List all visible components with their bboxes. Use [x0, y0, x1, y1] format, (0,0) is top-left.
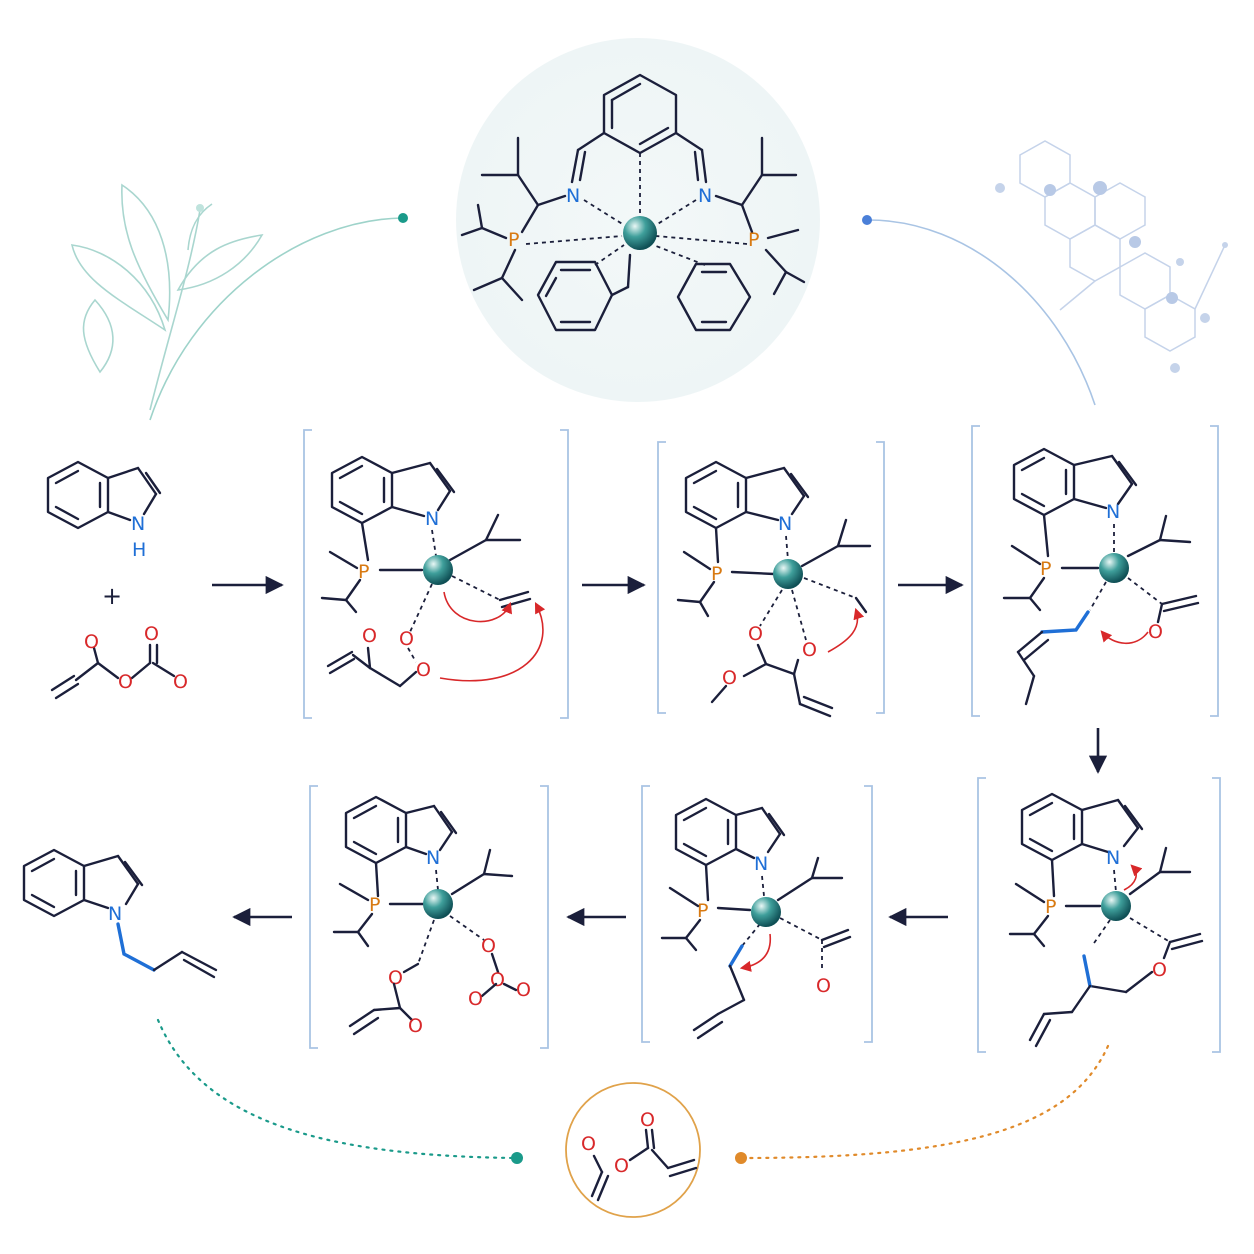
int1-N: N: [425, 508, 439, 530]
int6-P: P: [369, 894, 380, 916]
int5-P: P: [697, 900, 708, 922]
imine-N-left: N: [566, 185, 580, 207]
bottom-left-dot: [511, 1152, 523, 1164]
int3-P: P: [1040, 558, 1051, 580]
intermediate-5: N P O: [641, 785, 873, 1043]
reagent-plus-sign: +: [102, 582, 122, 610]
intermediate-2: N P O O O: [657, 441, 885, 718]
int6-O-c: O: [468, 988, 483, 1010]
indole-reagent: N H: [46, 460, 162, 561]
imine-N-right: N: [698, 185, 712, 207]
metal-sphere-icon: [423, 889, 453, 919]
bottom-right-dotted-arc: [742, 1044, 1110, 1160]
int6-O-d: O: [516, 979, 531, 1001]
int3-O: O: [1148, 621, 1163, 643]
int1-P: P: [358, 561, 369, 583]
intermediate-3: N P O: [971, 425, 1219, 717]
intermediate-6: N P O O O O O O: [309, 785, 549, 1049]
int4-P: P: [1045, 896, 1056, 918]
indole-NH: H: [132, 539, 146, 561]
int6-O-f: O: [408, 1015, 423, 1037]
top-right-dot: [862, 215, 872, 225]
byproduct-O-3: O: [640, 1109, 655, 1131]
int6-O-e: O: [388, 967, 403, 989]
carbonate-O-2: O: [118, 671, 133, 693]
int2-O-b: O: [802, 639, 817, 661]
carbonate-O-3: O: [144, 623, 159, 645]
int1-O-a: O: [399, 628, 414, 650]
int6-O-a: O: [481, 935, 496, 957]
phosphine-P-right: P: [748, 229, 759, 251]
top-left-arc: [149, 217, 403, 421]
metal-sphere-icon: [1099, 553, 1129, 583]
carbonate-O-1: O: [84, 631, 99, 653]
metal-sphere-icon: [623, 216, 657, 250]
leaf-sprig-icon: [70, 183, 264, 411]
byproduct-O-1: O: [581, 1133, 596, 1155]
int2-O-c: O: [722, 667, 737, 689]
pincer-catalyst: N N P P: [456, 38, 820, 402]
top-right-arc: [867, 219, 1096, 406]
int3-N: N: [1106, 501, 1120, 523]
n-butenyl-indole-product: N: [22, 848, 218, 979]
product-N: N: [108, 903, 122, 925]
int5-N: N: [754, 853, 768, 875]
allyl-carbonate-reagent: O O O O: [50, 623, 188, 700]
vinyl-carbonate-byproduct: O O O: [565, 1082, 701, 1218]
int6-N: N: [426, 847, 440, 869]
carbonate-O-4: O: [173, 671, 188, 693]
intermediate-1: N P O O O: [303, 429, 569, 719]
int1-O-c: O: [416, 659, 431, 681]
metal-sphere-icon: [423, 555, 453, 585]
int2-N: N: [778, 513, 792, 535]
int2-P: P: [711, 563, 722, 585]
byproduct-O-2: O: [614, 1155, 629, 1177]
metal-sphere-icon: [773, 559, 803, 589]
int5-O: O: [816, 975, 831, 997]
int1-O-b: O: [362, 625, 377, 647]
metal-sphere-icon: [751, 897, 781, 927]
int2-O-a: O: [748, 623, 763, 645]
bottom-left-dotted-arc: [156, 1018, 518, 1160]
int4-N: N: [1106, 847, 1120, 869]
indole-N: N: [131, 513, 145, 535]
bottom-right-dot: [735, 1152, 747, 1164]
int4-O: O: [1152, 959, 1167, 981]
phosphine-P-left: P: [508, 229, 519, 251]
top-left-dot: [398, 213, 408, 223]
hexagon-network-icon: [995, 140, 1228, 373]
metal-sphere-icon: [1101, 891, 1131, 921]
intermediate-4: N P O: [977, 777, 1221, 1053]
